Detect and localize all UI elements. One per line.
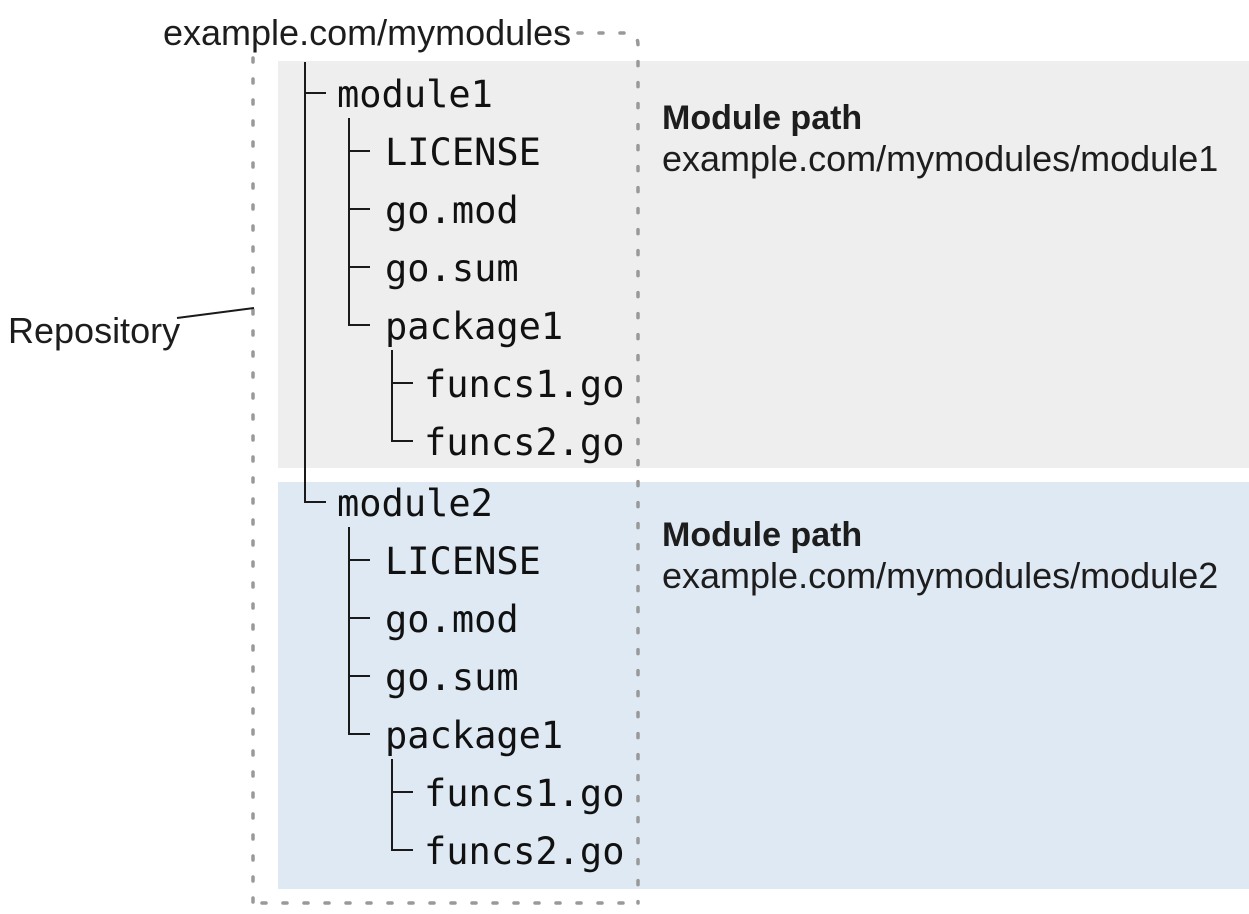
tree-item-module1: module1 (337, 73, 493, 116)
tree-item-module1-license: LICENSE (385, 131, 541, 174)
tree-item-module1-package1: package1 (385, 305, 564, 348)
repository-label: Repository (8, 310, 181, 351)
tree-item-module2: module2 (337, 482, 493, 525)
module2-path-heading: Module path (662, 516, 863, 554)
tree-item-module2-license: LICENSE (385, 540, 541, 583)
module2-panel (278, 482, 1249, 889)
tree-item-module2-funcs2: funcs2.go (424, 830, 625, 873)
repo-url-label: example.com/mymodules (163, 12, 572, 53)
tree-item-module1-gomod: go.mod (385, 189, 519, 232)
module1-tree-lines (304, 62, 413, 503)
module2-path-value: example.com/mymodules/module2 (662, 555, 1219, 596)
tree-item-module2-gomod: go.mod (385, 598, 519, 641)
module1-path-heading: Module path (662, 99, 863, 137)
tree-item-module1-funcs1: funcs1.go (424, 363, 625, 406)
tree-item-module1-gosum: go.sum (385, 247, 519, 290)
tree-item-module2-funcs1: funcs1.go (424, 772, 625, 815)
tree-item-module2-package1: package1 (385, 714, 564, 757)
tree-item-module2-gosum: go.sum (385, 656, 519, 699)
repository-connector-line (176, 307, 255, 319)
repository-dotted-border (251, 31, 640, 905)
module2-tree-lines (348, 527, 413, 851)
module1-panel (278, 61, 1249, 468)
tree-item-module1-funcs2: funcs2.go (424, 421, 625, 464)
module1-path-value: example.com/mymodules/module1 (662, 138, 1219, 179)
